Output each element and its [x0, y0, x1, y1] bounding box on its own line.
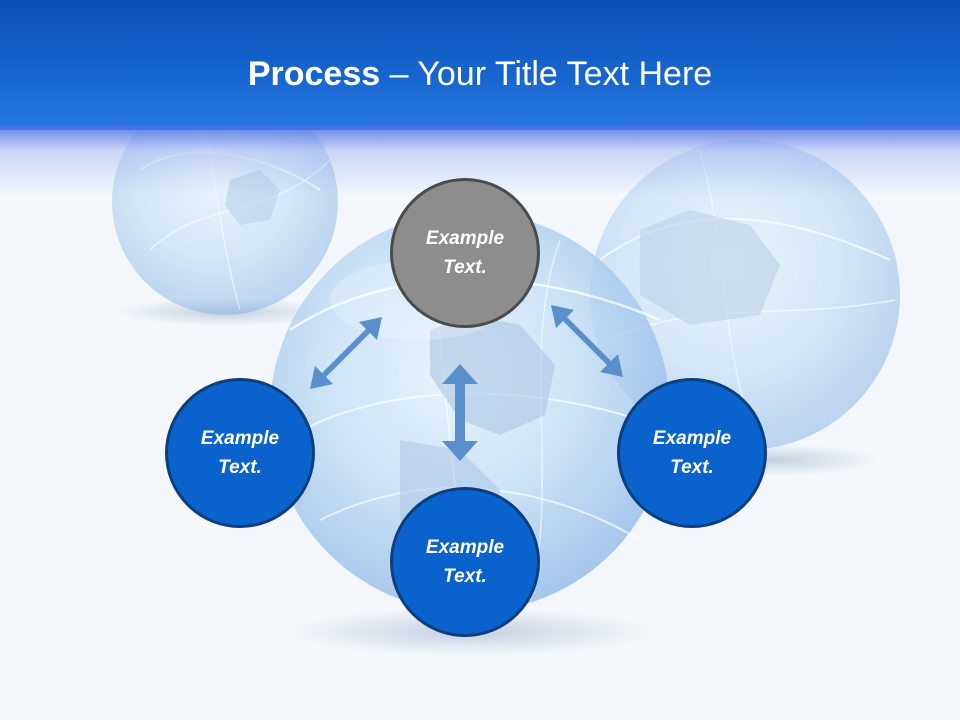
node-left: Example Text.: [165, 378, 315, 528]
node-top: Example Text.: [390, 178, 540, 328]
double-arrow-left-icon: [310, 317, 382, 389]
node-top-line2: Text.: [443, 257, 487, 278]
header-bar: [0, 0, 960, 130]
title-bold-part: Process: [247, 55, 381, 93]
slide-title: Process – Your Title Text Here: [0, 52, 960, 96]
node-bottom-line2: Text.: [443, 566, 487, 587]
double-arrow-vertical-icon: [442, 364, 478, 461]
node-right: Example Text.: [617, 378, 767, 528]
node-bottom-line1: Example: [425, 537, 505, 558]
node-left-line1: Example: [200, 428, 280, 449]
node-right-line2: Text.: [670, 457, 714, 478]
node-left-line2: Text.: [218, 457, 262, 478]
node-bottom: Example Text.: [390, 487, 540, 637]
node-right-line1: Example: [652, 428, 732, 449]
double-arrow-right-icon: [551, 305, 623, 377]
globe-right: [590, 140, 900, 450]
node-top-line1: Example: [425, 228, 505, 249]
title-rest-part: – Your Title Text Here: [380, 55, 713, 93]
